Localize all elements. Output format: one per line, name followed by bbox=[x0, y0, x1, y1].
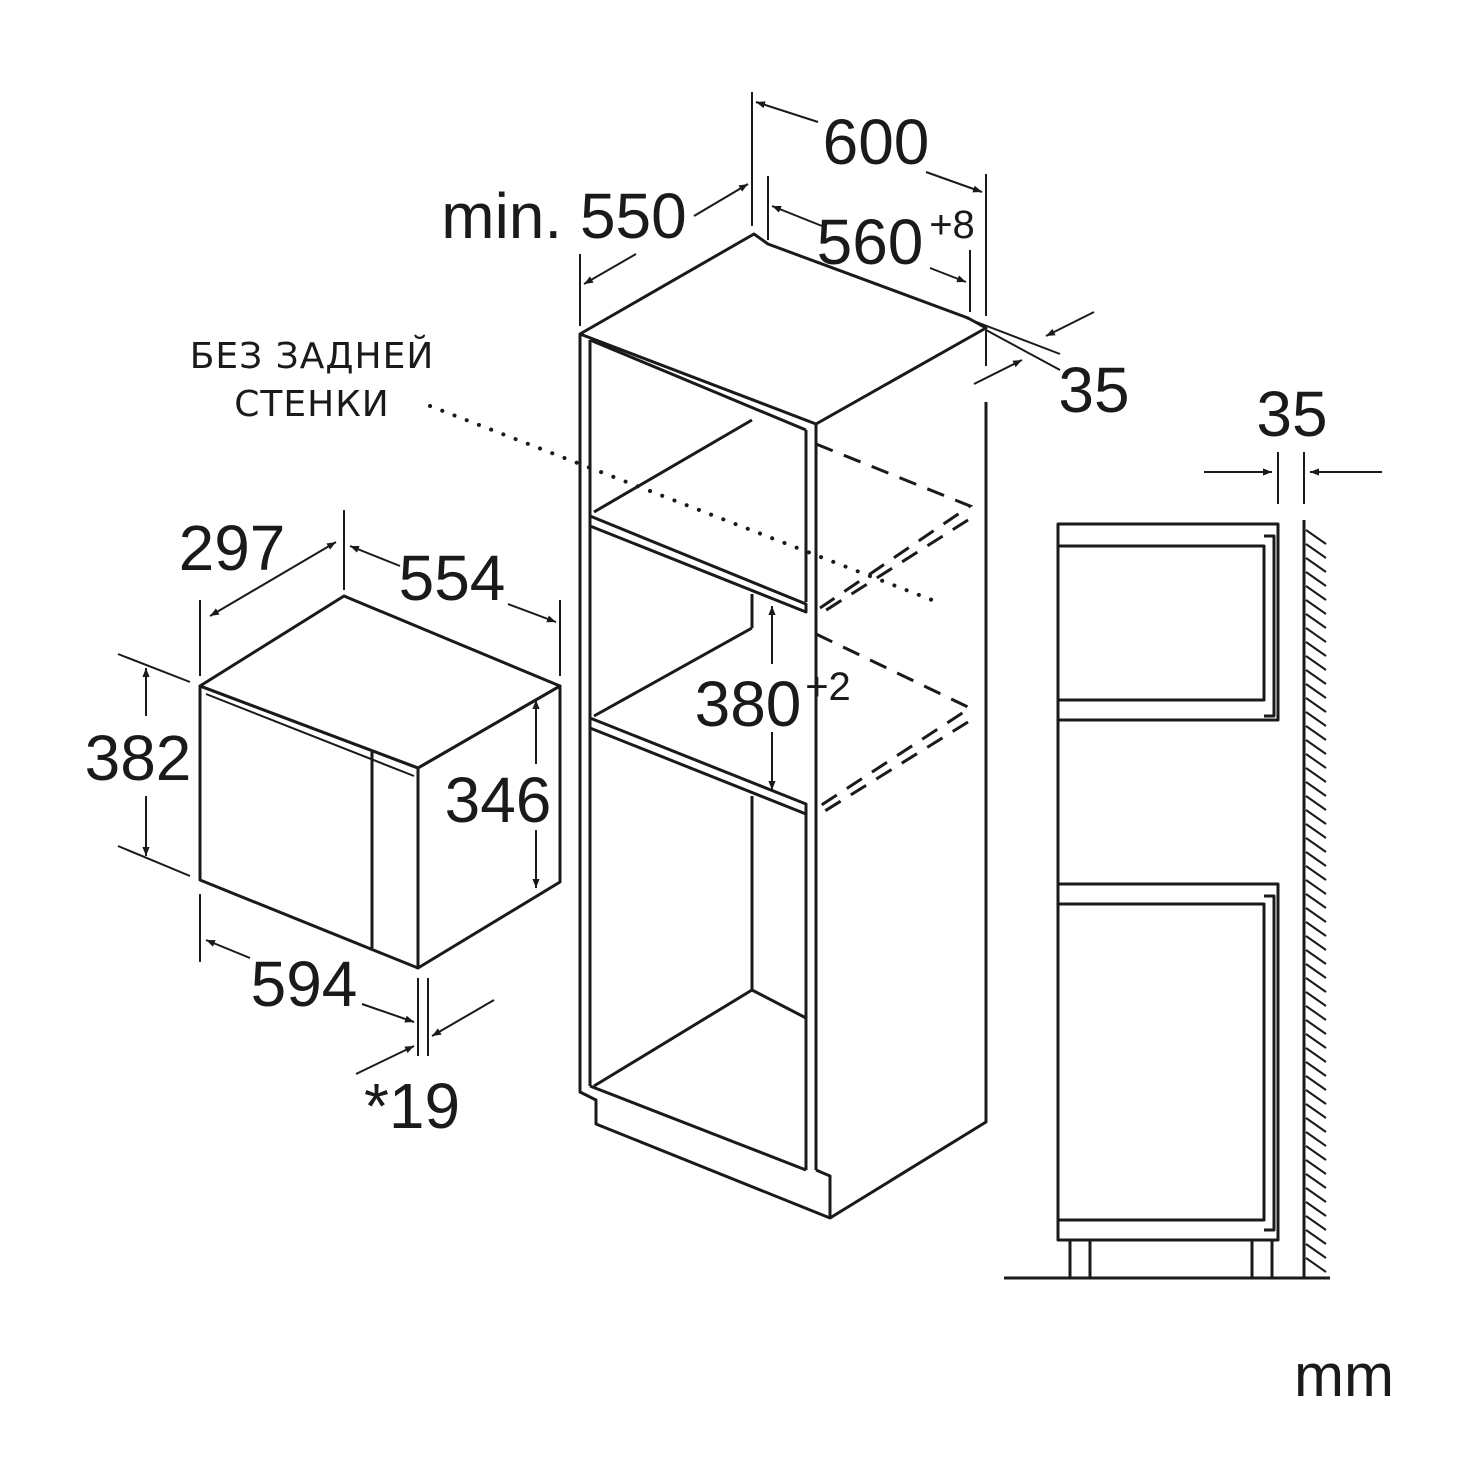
hatch-line bbox=[1305, 1243, 1327, 1259]
side-section-view bbox=[1004, 520, 1330, 1280]
dim-35-right: 35 bbox=[1204, 378, 1382, 504]
hatch-line bbox=[1305, 1033, 1327, 1049]
dim-19-label: *19 bbox=[364, 1070, 460, 1142]
hatch-line bbox=[1305, 809, 1327, 825]
dim-382: 382 bbox=[85, 653, 192, 877]
dim-560-tolerance: +8 bbox=[929, 203, 975, 247]
hatch-line bbox=[1305, 529, 1327, 545]
hatch-line bbox=[1305, 627, 1327, 643]
hatch-line bbox=[1305, 795, 1327, 811]
dim-35-side-label: 35 bbox=[1058, 354, 1129, 426]
dim-35-right-label: 35 bbox=[1256, 378, 1327, 450]
dim-594-label: 594 bbox=[251, 948, 358, 1020]
dim-380-label: 380 bbox=[695, 668, 802, 740]
hatch-line bbox=[1305, 893, 1327, 909]
no-back-wall-label-2: СТЕНКИ bbox=[234, 384, 389, 425]
hatch-line bbox=[1305, 907, 1327, 923]
dim-380: 380 +2 bbox=[695, 606, 851, 790]
hatch-line bbox=[1305, 1089, 1327, 1105]
hatch-line bbox=[1305, 1131, 1327, 1147]
hatch-line bbox=[1305, 1145, 1327, 1161]
hatch-line bbox=[1305, 1005, 1327, 1021]
hatch-line bbox=[1305, 739, 1327, 755]
hatch-line bbox=[1305, 823, 1327, 839]
hatch-line bbox=[1305, 1173, 1327, 1189]
dim-346-label: 346 bbox=[445, 764, 552, 836]
hatch-line bbox=[1305, 935, 1327, 951]
hatch-line bbox=[1305, 1257, 1327, 1273]
hatch-line bbox=[1305, 655, 1327, 671]
hatch-line bbox=[1305, 963, 1327, 979]
hatch-line bbox=[1305, 753, 1327, 769]
hatch-line bbox=[1305, 837, 1327, 853]
dim-554: 554 bbox=[349, 542, 561, 676]
dim-382-label: 382 bbox=[85, 722, 192, 794]
hatch-line bbox=[1305, 585, 1327, 601]
hatch-line bbox=[1305, 543, 1327, 559]
tall-cabinet bbox=[428, 232, 988, 1220]
hatch-line bbox=[1305, 865, 1327, 881]
hatch-line bbox=[1305, 851, 1327, 867]
hatch-line bbox=[1305, 1229, 1327, 1245]
hatch-line bbox=[1305, 1187, 1327, 1203]
hatch-line bbox=[1305, 571, 1327, 587]
hatch-line bbox=[1305, 781, 1327, 797]
hatch-line bbox=[1305, 1117, 1327, 1133]
dim-560-label: 560 bbox=[817, 206, 924, 278]
dim-380-tolerance: +2 bbox=[805, 665, 851, 709]
hatch-line bbox=[1305, 669, 1327, 685]
hatch-line bbox=[1305, 711, 1327, 727]
hatch-line bbox=[1305, 1061, 1327, 1077]
hatch-line bbox=[1305, 921, 1327, 937]
dim-35-side: 35 bbox=[965, 311, 1130, 426]
hatch-line bbox=[1305, 613, 1327, 629]
hatch-line bbox=[1305, 1019, 1327, 1035]
hatch-line bbox=[1305, 991, 1327, 1007]
hatch-line bbox=[1305, 725, 1327, 741]
dim-min-550-label: min. 550 bbox=[441, 180, 686, 252]
hatch-line bbox=[1305, 641, 1327, 657]
dim-297: 297 bbox=[179, 510, 345, 676]
dim-600: 600 bbox=[755, 101, 987, 316]
hatch-line bbox=[1305, 1159, 1327, 1175]
hatch-line bbox=[1305, 683, 1327, 699]
units-label: mm bbox=[1294, 1342, 1394, 1409]
hatch-line bbox=[1305, 599, 1327, 615]
dim-560: 560 +8 bbox=[767, 176, 975, 312]
dim-554-label: 554 bbox=[399, 542, 506, 614]
dim-297-label: 297 bbox=[179, 512, 286, 584]
dim-19: *19 bbox=[355, 999, 495, 1142]
hatch-line bbox=[1305, 1201, 1327, 1217]
wall-hatching bbox=[1305, 529, 1327, 1273]
hatch-line bbox=[1305, 1075, 1327, 1091]
hatch-line bbox=[1305, 1047, 1327, 1063]
hatch-line bbox=[1305, 879, 1327, 895]
dim-346: 346 bbox=[445, 700, 552, 888]
hatch-line bbox=[1305, 767, 1327, 783]
hatch-line bbox=[1305, 977, 1327, 993]
dim-min-550: min. 550 bbox=[441, 92, 753, 326]
hatch-line bbox=[1305, 1215, 1327, 1231]
hatch-line bbox=[1305, 949, 1327, 965]
hatch-line bbox=[1305, 557, 1327, 573]
no-back-wall-label-1: БЕЗ ЗАДНЕЙ bbox=[190, 335, 435, 377]
dim-594: 594 bbox=[199, 894, 429, 1056]
microwave-device bbox=[198, 594, 562, 970]
hatch-line bbox=[1305, 697, 1327, 713]
hatch-line bbox=[1305, 1103, 1327, 1119]
dim-600-label: 600 bbox=[823, 106, 930, 178]
